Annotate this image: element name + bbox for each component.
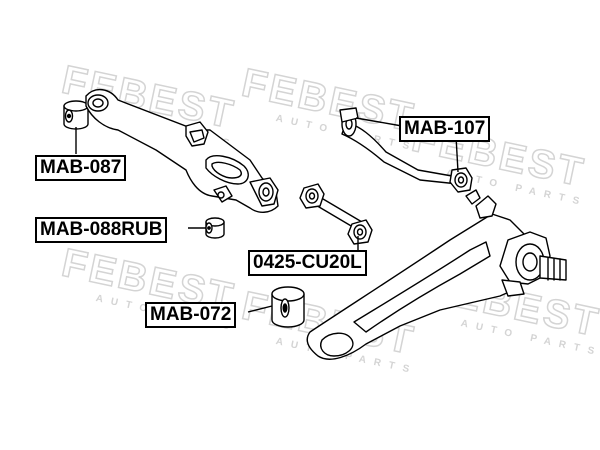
bushing-mab072 — [271, 286, 305, 328]
part-label-cu20l[interactable]: 0425-CU20L — [248, 250, 367, 276]
part-label-mab072[interactable]: MAB-072 — [145, 302, 237, 328]
part-label-mab088rub[interactable]: MAB-088RUB — [35, 217, 168, 243]
leader-mab107-b — [455, 135, 459, 173]
bushing-mab087 — [63, 100, 89, 130]
trailing-arm — [306, 189, 567, 360]
part-label-mab107[interactable]: MAB-107 — [399, 116, 491, 142]
link-0425-cu20l — [299, 183, 373, 245]
leader-mab107-a — [355, 117, 403, 127]
part-label-mab087[interactable]: MAB-087 — [35, 155, 127, 181]
leader-mab072 — [247, 305, 273, 313]
bushing-mab088rub — [205, 217, 225, 239]
leader-lines — [75, 117, 459, 313]
lower-control-arm — [85, 89, 279, 213]
